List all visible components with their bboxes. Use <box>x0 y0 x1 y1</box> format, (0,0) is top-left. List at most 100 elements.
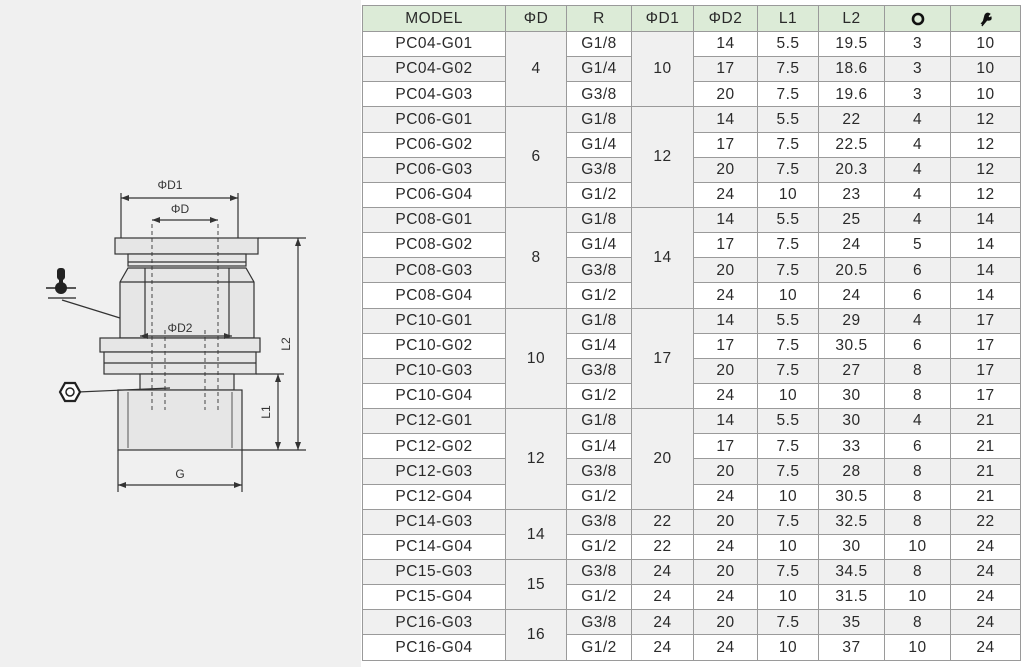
cell-r: G1/2 <box>566 181 632 208</box>
cell-o-ring: 6 <box>884 332 951 359</box>
label-d: ΦD <box>171 202 190 216</box>
cell-wrench: 24 <box>950 609 1021 636</box>
cell-l1: 10 <box>757 382 819 410</box>
cell-d2: 24 <box>693 181 758 208</box>
cell-r: G1/2 <box>566 483 632 510</box>
cell-o-ring: 3 <box>884 56 951 83</box>
cell-d2: 20 <box>693 609 758 636</box>
cell-model: PC06-G03 <box>362 156 506 183</box>
cell-model: PC14-G04 <box>362 533 506 560</box>
cell-d2: 24 <box>693 483 758 510</box>
cell-l2: 29 <box>818 307 885 334</box>
header-l1: L1 <box>757 5 819 32</box>
cell-wrench: 17 <box>950 357 1021 384</box>
header-d1: ΦD1 <box>631 5 694 32</box>
cell-l2: 37 <box>818 634 885 661</box>
cell-d1: 10 <box>631 30 694 108</box>
cell-l1: 5.5 <box>757 206 819 234</box>
cell-l1: 10 <box>757 483 819 510</box>
cell-r: G1/2 <box>566 634 632 661</box>
cell-model: PC12-G03 <box>362 458 506 485</box>
cell-l1: 7.5 <box>757 56 819 83</box>
cell-l2: 24 <box>818 232 885 259</box>
drawing-collet <box>127 253 247 267</box>
cell-d2: 14 <box>693 408 758 435</box>
label-g: G <box>175 467 184 481</box>
cell-d2: 20 <box>693 558 758 586</box>
cell-l2: 19.6 <box>818 81 885 108</box>
cell-wrench: 21 <box>950 458 1021 485</box>
cell-r: G1/2 <box>566 584 632 611</box>
header-d: ΦD <box>505 5 567 32</box>
cell-wrench: 12 <box>950 181 1021 208</box>
cell-wrench: 10 <box>950 56 1021 83</box>
cell-model: PC04-G03 <box>362 81 506 108</box>
cell-d2: 17 <box>693 131 758 158</box>
cell-l2: 24 <box>818 282 885 309</box>
cell-l1: 7.5 <box>757 257 819 284</box>
cell-l2: 30.5 <box>818 332 885 359</box>
cell-d2: 14 <box>693 206 758 234</box>
cell-d: 6 <box>505 106 567 208</box>
drawing-flange <box>99 337 261 353</box>
cell-l1: 10 <box>757 181 819 208</box>
cell-model: PC10-G04 <box>362 382 506 410</box>
cell-wrench: 12 <box>950 156 1021 183</box>
cell-l1: 7.5 <box>757 508 819 535</box>
cell-l2: 27 <box>818 357 885 384</box>
cell-r: G1/4 <box>566 232 632 259</box>
cell-model: PC04-G01 <box>362 30 506 58</box>
cell-d: 4 <box>505 30 567 108</box>
cell-l1: 7.5 <box>757 357 819 384</box>
cell-model: PC15-G04 <box>362 584 506 611</box>
cell-model: PC06-G02 <box>362 131 506 158</box>
cell-d1: 12 <box>631 106 694 208</box>
cell-l1: 5.5 <box>757 30 819 58</box>
cell-l2: 33 <box>818 433 885 460</box>
cell-l1: 5.5 <box>757 307 819 334</box>
cell-model: PC06-G01 <box>362 106 506 133</box>
cell-r: G1/4 <box>566 131 632 158</box>
cell-wrench: 14 <box>950 206 1021 234</box>
cell-l1: 7.5 <box>757 81 819 108</box>
cell-d1: 24 <box>631 558 694 586</box>
cell-l2: 30 <box>818 533 885 560</box>
cell-model: PC16-G03 <box>362 609 506 636</box>
cell-r: G1/8 <box>566 30 632 58</box>
cell-l1: 7.5 <box>757 609 819 636</box>
cell-d: 16 <box>505 609 567 661</box>
cell-wrench: 21 <box>950 483 1021 510</box>
cell-d2: 20 <box>693 81 758 108</box>
cell-o-ring: 10 <box>884 634 951 661</box>
cell-wrench: 17 <box>950 382 1021 410</box>
label-l2: L2 <box>279 337 293 351</box>
wrench-icon <box>980 12 992 26</box>
cell-o-ring: 10 <box>884 584 951 611</box>
cell-d: 10 <box>505 307 567 410</box>
cell-l1: 7.5 <box>757 433 819 460</box>
cell-d2: 14 <box>693 30 758 58</box>
cell-l1: 5.5 <box>757 408 819 435</box>
cell-d1: 22 <box>631 508 694 535</box>
cell-d: 12 <box>505 408 567 510</box>
cell-r: G1/8 <box>566 106 632 133</box>
cell-r: G1/4 <box>566 56 632 83</box>
cell-r: G3/8 <box>566 257 632 284</box>
cell-l1: 10 <box>757 533 819 560</box>
cell-l2: 28 <box>818 458 885 485</box>
cell-model: PC08-G01 <box>362 206 506 234</box>
cell-r: G3/8 <box>566 558 632 586</box>
